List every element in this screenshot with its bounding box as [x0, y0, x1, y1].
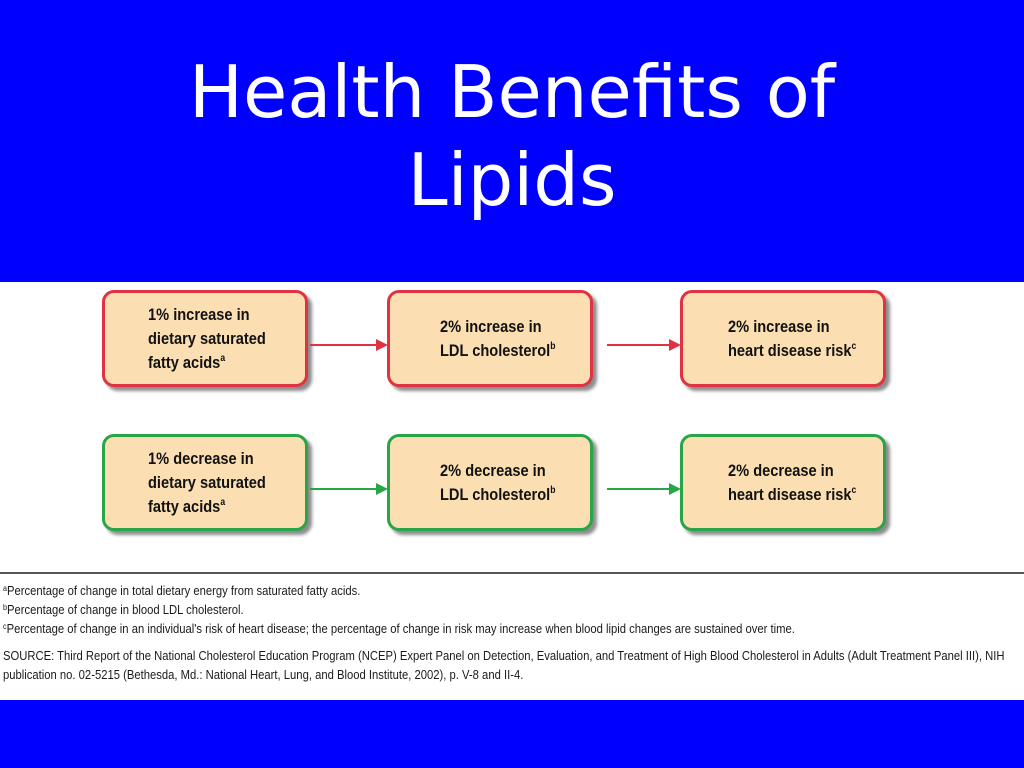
increase-dietary-fat-box: 1% increase in dietary saturated fatty a…	[102, 290, 308, 387]
box-line-text: heart disease risk	[728, 484, 852, 504]
box-line-text: LDL cholesterol	[440, 340, 551, 360]
box-line-text: heart disease risk	[728, 340, 852, 360]
footnote-marker: a	[220, 352, 226, 364]
box-line: fatty acidsa	[148, 351, 266, 375]
slide-title-line-1: Health Benefits of	[188, 50, 836, 134]
footnote-a: aPercentage of change in total dietary e…	[3, 582, 917, 601]
box-line: heart disease riskc	[728, 483, 856, 507]
box-line: 1% increase in	[148, 304, 250, 324]
box-line-text: fatty acids	[148, 496, 221, 516]
footnote-divider	[0, 572, 1024, 574]
footnote-text: Percentage of change in total dietary en…	[7, 584, 361, 598]
increase-heart-risk-box: 2% increase in heart disease riskc	[680, 290, 886, 387]
footnotes: aPercentage of change in total dietary e…	[3, 582, 1018, 685]
box-line-text: LDL cholesterol	[440, 484, 551, 504]
box-line: 1% decrease in	[148, 448, 254, 468]
box-line: LDL cholesterolb	[440, 339, 555, 363]
box-line: fatty acidsa	[148, 495, 266, 519]
slide-title: Health Benefits of Lipids	[0, 48, 1024, 224]
flow-diagram-figure: 1% increase in dietary saturated fatty a…	[0, 282, 1024, 700]
footnote-text: Percentage of change in an individual's …	[6, 622, 795, 636]
box-line: dietary saturated	[148, 328, 266, 348]
box-line: 2% decrease in	[728, 460, 834, 480]
footnote-mark: c	[3, 622, 7, 631]
footnote-marker: c	[851, 340, 857, 352]
box-line: LDL cholesterolb	[440, 483, 555, 507]
increase-arrow-2	[607, 339, 681, 351]
footnote-marker: c	[851, 484, 857, 496]
decrease-heart-risk-box: 2% decrease in heart disease riskc	[680, 434, 886, 531]
box-line: 2% increase in	[728, 316, 830, 336]
footnote-marker: a	[220, 496, 226, 508]
footnote-text: Percentage of change in blood LDL choles…	[7, 603, 244, 617]
increase-ldl-box: 2% increase in LDL cholesterolb	[387, 290, 593, 387]
footnote-marker: b	[550, 340, 556, 352]
footnote-c: cPercentage of change in an individual's…	[3, 620, 917, 639]
box-line: 2% decrease in	[440, 460, 546, 480]
footnote-mark: b	[3, 603, 8, 612]
box-line: heart disease riskc	[728, 339, 856, 363]
box-line-text: fatty acids	[148, 352, 221, 372]
source-citation: SOURCE: Third Report of the National Cho…	[3, 649, 1005, 682]
footnote-mark: a	[3, 584, 8, 593]
footnote-b: bPercentage of change in blood LDL chole…	[3, 601, 917, 620]
increase-arrow-1	[310, 339, 388, 351]
slide-title-line-2: Lipids	[407, 138, 617, 222]
box-line: 2% increase in	[440, 316, 542, 336]
box-line: dietary saturated	[148, 472, 266, 492]
decrease-arrow-2	[607, 483, 681, 495]
decrease-arrow-1	[310, 483, 388, 495]
decrease-dietary-fat-box: 1% decrease in dietary saturated fatty a…	[102, 434, 308, 531]
decrease-ldl-box: 2% decrease in LDL cholesterolb	[387, 434, 593, 531]
footnote-marker: b	[550, 484, 556, 496]
